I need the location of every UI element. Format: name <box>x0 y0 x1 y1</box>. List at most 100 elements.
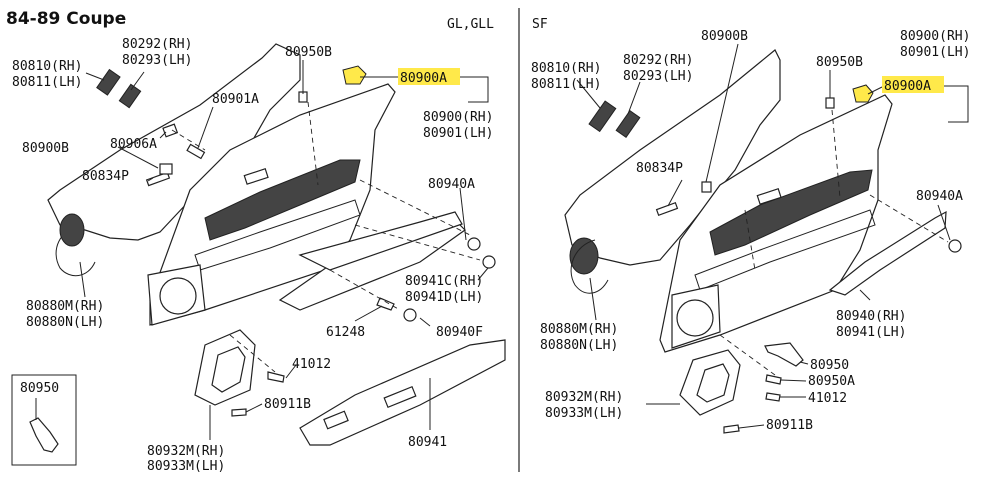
left-label-80941: 80941 <box>408 435 447 450</box>
left-door-handle-recess <box>243 168 269 185</box>
right-label-80880N: 80880N(LH) <box>540 338 618 353</box>
inset-part-80950 <box>29 417 59 453</box>
left-leader-80810 <box>85 72 105 81</box>
left-label-80906A: 80906A <box>110 137 157 152</box>
left-label-80940F: 80940F <box>436 325 483 340</box>
right-leader-80834P <box>667 179 683 207</box>
right-window-trim-80292 <box>615 110 641 138</box>
right-label-80292: 80292(RH) <box>623 53 693 68</box>
right-speaker-grille <box>676 299 714 337</box>
left-inset-80950: 80950 <box>11 374 77 466</box>
right-leader-80810 <box>576 79 601 109</box>
right-label-80811: 80811(LH) <box>531 77 601 92</box>
left-armrest-switch-hole <box>383 385 417 409</box>
left-screw-80911B <box>231 408 247 417</box>
left-label-80880M: 80880M(RH) <box>26 299 104 314</box>
left-dash-1 <box>307 101 319 186</box>
left-bracket-inner <box>211 346 246 393</box>
left-label-80941C: 80941C(RH) <box>405 274 483 289</box>
left-leader-80911B <box>245 403 263 413</box>
right-door-handle-recess <box>756 188 782 205</box>
left-label-80292: 80292(RH) <box>122 37 192 52</box>
right-speaker-hole <box>569 237 599 275</box>
left-clip-80941C <box>482 255 496 269</box>
left-leader-61248 <box>354 305 383 322</box>
right-label-80900: 80900(RH) <box>900 29 970 44</box>
right-label-41012: 41012 <box>808 391 847 406</box>
left-leader-80900B <box>117 146 159 169</box>
right-label-80941: 80941(LH) <box>836 325 906 340</box>
right-label-80900A: 80900A <box>884 79 931 94</box>
left-dash-4 <box>329 269 401 311</box>
left-screw-61248 <box>376 297 395 311</box>
right-pull-handle-80950 <box>764 342 804 367</box>
left-leader-41012 <box>285 364 297 379</box>
left-body-panel <box>47 43 301 241</box>
left-leader-80941C <box>477 267 489 281</box>
left-speaker-grille <box>159 277 197 315</box>
right-leader-80940 <box>859 289 871 301</box>
left-label-80932M: 80932M(RH) <box>147 444 225 459</box>
left-label-80911B: 80911B <box>264 397 311 412</box>
right-label-80911B: 80911B <box>766 418 813 433</box>
right-screw-80911B <box>723 424 740 434</box>
left-leader-80906A <box>159 131 167 139</box>
left-dash-2 <box>359 179 471 236</box>
left-leader-80292 <box>130 71 145 91</box>
right-leader-80911B <box>738 424 765 429</box>
left-dash-5 <box>229 334 276 373</box>
right-label-80933M: 80933M(LH) <box>545 406 623 421</box>
left-label-80900: 80900(RH) <box>423 110 493 125</box>
left-highlight-80900A <box>398 68 460 85</box>
right-label-80950B: 80950B <box>816 55 863 70</box>
left-dash-3 <box>354 224 481 261</box>
left-label-80810: 80810(RH) <box>12 59 82 74</box>
right-panel: SF <box>531 17 970 434</box>
right-leader-80950A <box>780 379 807 382</box>
left-label-80880N: 80880N(LH) <box>26 315 104 330</box>
right-label-80940A: 80940A <box>916 189 963 204</box>
right-dash-3 <box>719 334 776 376</box>
right-bracket-inner <box>696 363 730 403</box>
right-label-80810: 80810(RH) <box>531 61 601 76</box>
left-label-80950B: 80950B <box>285 45 332 60</box>
left-leader-80834P <box>147 177 154 182</box>
left-clip-80906A <box>162 123 179 138</box>
left-screw-80901A <box>186 143 206 160</box>
right-highlight-80900A <box>882 76 944 93</box>
left-variant-label: GL,GLL <box>447 17 494 32</box>
left-label-80811: 80811(LH) <box>12 75 82 90</box>
left-pocket-rail <box>298 211 463 271</box>
right-label-80901: 80901(LH) <box>900 45 970 60</box>
right-leader-80900B <box>705 43 739 183</box>
right-clip-80834P <box>655 201 679 217</box>
left-label-80940A: 80940A <box>428 177 475 192</box>
left-label-80901A: 80901A <box>212 92 259 107</box>
right-speaker-opening <box>570 239 609 294</box>
left-leader-80880M <box>79 261 86 298</box>
left-leader-80940F <box>419 317 431 327</box>
right-label-80950: 80950 <box>810 358 849 373</box>
left-clip-80940F <box>403 308 417 322</box>
right-label-80834P: 80834P <box>636 161 683 176</box>
right-dash-2 <box>869 194 949 243</box>
left-clip-80834P <box>145 171 171 187</box>
right-label-80900B: 80900B <box>701 29 748 44</box>
right-variant-label: SF <box>532 17 548 32</box>
right-leader-80880M <box>589 277 597 321</box>
left-label-80834P: 80834P <box>82 169 129 184</box>
right-armrest-80940 <box>828 210 947 296</box>
left-label-80293: 80293(LH) <box>122 53 192 68</box>
right-screw-80950A <box>765 374 782 385</box>
right-body-panel <box>564 49 781 266</box>
left-highlighted-clip-80900A <box>342 65 402 85</box>
left-window-trim-80810 <box>96 68 121 96</box>
right-dash-4 <box>744 209 756 271</box>
right-leader-80950 <box>799 361 809 365</box>
right-trim-pleats <box>709 169 873 256</box>
right-leader-80292 <box>627 81 641 115</box>
left-screw-41012 <box>267 371 285 383</box>
left-clip-80940A <box>467 237 481 251</box>
left-window-trim-80292 <box>118 83 142 109</box>
